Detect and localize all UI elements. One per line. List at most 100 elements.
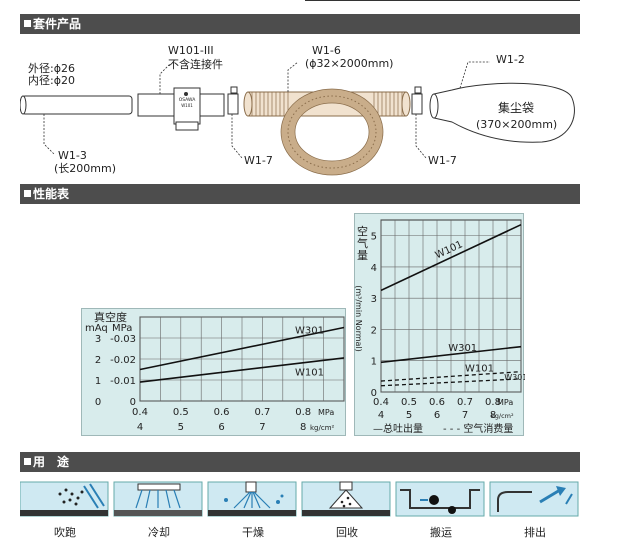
flow-y-label: 空气量 <box>357 225 368 262</box>
vacuum-x-tick-mpa: 0.6 <box>214 407 230 418</box>
bag-name-label: 集尘袋 <box>498 101 535 115</box>
vacuum-series-label: W101 <box>295 368 324 379</box>
w101-code-label: W101-III <box>168 44 214 57</box>
vacuum-series-line <box>139 326 345 371</box>
section-title-kit: 套件产品 <box>33 17 82 31</box>
flow-y-tick: 2 <box>371 325 377 336</box>
vacuum-x-tick-kg: 7 <box>259 422 265 433</box>
flow-x-tick-kg: 6 <box>434 410 440 421</box>
bag-dim-label: (370×200mm) <box>476 118 558 131</box>
clamp2-label: W1-7 <box>428 154 457 167</box>
vacuum-y-tick-mAq: 3 <box>95 334 101 345</box>
section-bar-performance: 性能表 <box>20 184 580 204</box>
kit-diagram: OSAWA W101 <box>19 36 580 182</box>
flow-x-tick-mpa: 0.8 <box>485 397 501 408</box>
flow-x-tick-mpa: 0.5 <box>401 397 417 408</box>
flow-y-tick: 5 <box>371 232 377 243</box>
flow-series-label: W101 <box>465 363 494 374</box>
vacuum-x-tick-mpa: 0.7 <box>254 407 270 418</box>
vacuum-y-tick-mAq: 0 <box>95 397 101 408</box>
flow-y-tick: 3 <box>371 294 377 305</box>
hose-dim-label: (ϕ32×2000mm) <box>305 57 394 70</box>
flow-x-unit-mpa: MPa <box>497 398 513 407</box>
kit-illustration: OSAWA W101 <box>19 61 575 176</box>
vacuum-x-tick-mpa: 0.5 <box>173 407 189 418</box>
flow-x-tick-mpa: 0.4 <box>373 397 389 408</box>
clamp1-label: W1-7 <box>244 154 273 167</box>
usage-label-blow: 吹跑 <box>54 526 76 539</box>
flow-series-label: W301 <box>504 373 525 382</box>
usage-tile-dry <box>207 481 297 517</box>
coupler <box>137 93 177 117</box>
vacuum-x-unit-mpa: MPa <box>318 408 334 417</box>
usage-label-recover: 回收 <box>336 526 358 539</box>
usage-row: 吹跑 冷却 干燥 回收 搬运 排出 <box>19 480 580 548</box>
usage-label-dry: 干燥 <box>242 526 264 539</box>
pipe-code-label: W1-3 <box>58 149 87 162</box>
flow-x-tick-kg: 4 <box>378 410 384 421</box>
flow-series-line <box>380 371 522 382</box>
hose-w1-6 <box>243 88 411 176</box>
flow-series-line <box>380 345 522 364</box>
clamp-2 <box>411 93 423 115</box>
vacuum-x-unit-kg: kg/cm² <box>310 424 335 432</box>
vacuum-y-unit-right: MPa <box>112 323 133 334</box>
flow-x-tick-mpa: 0.7 <box>457 397 473 408</box>
usage-label-exhaust: 排出 <box>524 526 546 539</box>
vacuum-series-label: W301 <box>295 326 324 337</box>
vacuum-chart-title: 真空度 <box>94 311 127 324</box>
flow-y-tick: 4 <box>371 263 377 274</box>
vacuum-x-tick-kg: 5 <box>178 422 184 433</box>
usage-label-convey: 搬运 <box>430 526 452 539</box>
vacuum-y-tick-mAq: 1 <box>95 376 101 387</box>
hose-code-label: W1-6 <box>312 44 341 57</box>
pipe-od-label: 外径:ϕ26 <box>28 62 75 75</box>
pipe-len-label: (长200mm) <box>54 162 117 175</box>
clamp-1 <box>227 93 239 115</box>
usage-tile-convey <box>395 481 485 517</box>
flow-x-tick-kg: 7 <box>462 410 468 421</box>
section-title-usage: 用 途 <box>33 455 70 469</box>
flow-y-unit: (m³/min Normal) <box>353 285 363 352</box>
flow-x-tick-kg: 5 <box>406 410 412 421</box>
flow-y-tick: 1 <box>371 357 377 368</box>
flow-series-label: W301 <box>448 343 477 354</box>
usage-tile-recover <box>301 481 391 517</box>
pipe-w1-3 <box>21 95 133 115</box>
flow-series-line <box>380 223 522 292</box>
vacuum-y-tick-mpa: -0.02 <box>110 355 136 366</box>
flow-x-tick-kg: 8 <box>490 410 496 421</box>
section-bar-kit: 套件产品 <box>20 14 580 34</box>
flow-x-unit-kg: kg/cm² <box>491 412 514 420</box>
vacuum-y-tick-mpa: -0.03 <box>110 334 136 345</box>
vacuum-x-tick-kg: 4 <box>137 422 143 433</box>
vacuum-y-tick-mAq: 2 <box>95 355 101 366</box>
usage-tile-blow <box>19 481 109 517</box>
usage-tile-cool <box>113 481 203 517</box>
flow-x-tick-mpa: 0.6 <box>429 397 445 408</box>
usage-label-cool: 冷却 <box>148 526 170 539</box>
section-bar-usage: 用 途 <box>20 452 580 472</box>
flow-legend-consume: - - - 空气消费量 <box>443 424 514 435</box>
flow-y-tick: 0 <box>371 388 377 399</box>
usage-illustrations <box>19 481 579 517</box>
vacuum-x-tick-kg: 6 <box>218 422 224 433</box>
vacuum-y-unit-left: mAq <box>85 323 108 334</box>
vacuum-y-tick-mpa: -0.01 <box>110 376 136 387</box>
flow-legend-total: —总吐出量 <box>373 424 423 435</box>
vacuum-y-tick-mpa: 0 <box>130 397 136 408</box>
ejector-brand: OSAWA <box>179 97 197 103</box>
bag-code-label: W1-2 <box>496 53 525 66</box>
dust-bag-w1-2 <box>433 82 575 143</box>
flow-series-line <box>380 378 522 387</box>
vacuum-series-line <box>139 357 345 383</box>
pipe-id-label: 内径:ϕ20 <box>28 74 75 87</box>
usage-tile-exhaust <box>489 481 579 517</box>
vacuum-x-tick-mpa: 0.4 <box>132 407 148 418</box>
w101-note-label: 不含连接件 <box>168 58 223 71</box>
top-rule <box>305 0 580 3</box>
